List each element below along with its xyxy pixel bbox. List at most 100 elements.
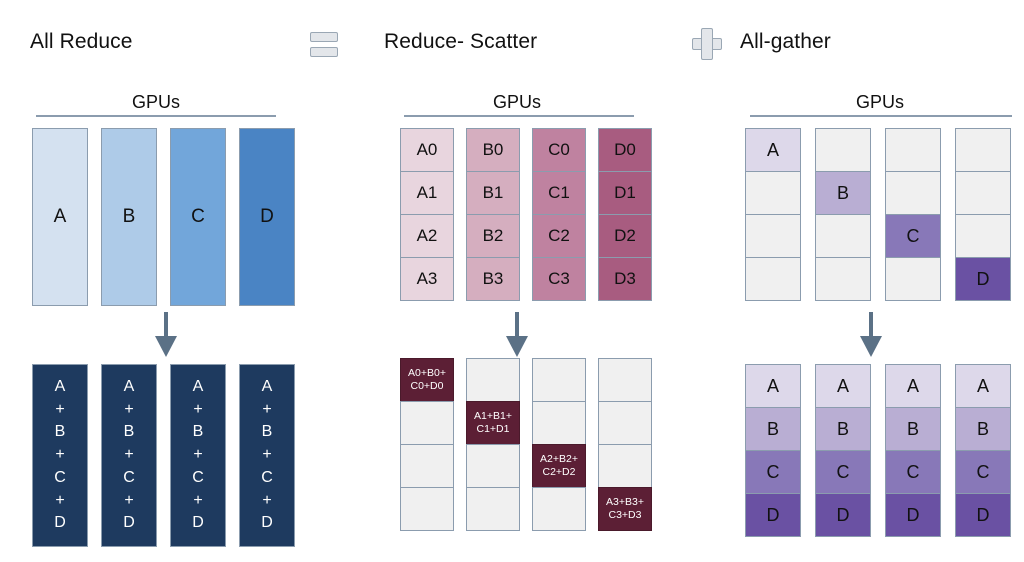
all-reduce-output-bar: A+B+C+D	[101, 364, 157, 547]
all-reduce-output-line: B	[192, 423, 204, 441]
arrow-shaft	[515, 312, 519, 338]
down-arrow-icon-all-gather	[860, 312, 882, 357]
all-gather-output-cell: D	[745, 493, 801, 537]
reduce-scatter-output-cell-empty	[400, 401, 454, 445]
arrow-head	[155, 336, 177, 357]
all-gather-output-cell: B	[885, 407, 941, 451]
reduce-scatter-input-cell: D0	[598, 128, 652, 172]
all-gather-input-cell-empty	[955, 171, 1011, 215]
all-gather-output-cell: C	[745, 450, 801, 494]
reduce-scatter-output-cell-sum: A1+B1+C1+D1	[466, 401, 520, 445]
plus-icon	[692, 28, 722, 60]
all-reduce-output-line: +	[193, 491, 203, 509]
sum-line-1: A2+B2+	[540, 452, 578, 465]
all-reduce-output-line: +	[55, 491, 65, 509]
all-reduce-input-bar: A	[32, 128, 88, 306]
all-reduce-output-line: C	[192, 468, 204, 486]
gpus-label-reduce-scatter: GPUs	[492, 92, 541, 112]
gpus-rule-all-gather	[750, 115, 1012, 117]
reduce-scatter-input-cell: B3	[466, 257, 520, 301]
all-reduce-input-bar: B	[101, 128, 157, 306]
all-gather-input-cell-empty	[745, 171, 801, 215]
reduce-scatter-input-cell: D3	[598, 257, 652, 301]
all-reduce-output-line: D	[192, 514, 204, 532]
all-reduce-output-bar: A+B+C+D	[239, 364, 295, 547]
reduce-scatter-output-cell-sum: A2+B2+C2+D2	[532, 444, 586, 488]
all-reduce-output-line: A	[54, 377, 66, 395]
sum-line-2: C1+D1	[476, 423, 510, 435]
all-reduce-output-line: B	[261, 423, 273, 441]
reduce-scatter-output-column: A1+B1+C1+D1	[466, 358, 520, 531]
gpus-rule-reduce-scatter	[404, 115, 634, 117]
all-reduce-output-line: A	[261, 377, 273, 395]
all-gather-output-cell: B	[815, 407, 871, 451]
all-gather-input-cell-empty	[815, 214, 871, 258]
arrow-shaft	[869, 312, 873, 338]
all-reduce-output-line: A	[192, 377, 204, 395]
reduce-scatter-input-cell: A3	[400, 257, 454, 301]
reduce-scatter-output-cell-empty	[400, 487, 454, 531]
all-gather-input-cell-empty	[955, 214, 1011, 258]
section-title-all-reduce: All Reduce	[30, 30, 133, 53]
section-title-all-gather: All-gather	[740, 30, 831, 53]
sum-line-1: A3+B3+	[606, 495, 644, 508]
all-reduce-output-line: B	[123, 423, 135, 441]
all-reduce-output-line: D	[261, 514, 273, 532]
reduce-scatter-input-cell: C2	[532, 214, 586, 258]
reduce-scatter-output-column: A2+B2+C2+D2	[532, 358, 586, 531]
reduce-scatter-output-cell-empty	[598, 401, 652, 445]
equals-icon	[310, 32, 338, 58]
all-gather-input-cell-filled: A	[745, 128, 801, 172]
arrow-shaft	[164, 312, 168, 338]
all-gather-input-cell-empty	[815, 128, 871, 172]
all-gather-output-cell: B	[745, 407, 801, 451]
all-gather-output-cell: A	[885, 364, 941, 408]
all-reduce-output-bar: A+B+C+D	[170, 364, 226, 547]
reduce-scatter-output-cell-empty	[466, 487, 520, 531]
arrow-head	[506, 336, 528, 357]
reduce-scatter-output-cell-empty	[532, 358, 586, 402]
reduce-scatter-output-cell-empty	[466, 444, 520, 488]
all-gather-input-cell-empty	[745, 257, 801, 301]
reduce-scatter-output-cell-empty	[532, 401, 586, 445]
all-reduce-output-line: +	[124, 491, 134, 509]
all-reduce-output-line: +	[55, 446, 65, 464]
all-reduce-output-line: C	[123, 468, 135, 486]
reduce-scatter-input-cell: D2	[598, 214, 652, 258]
all-reduce-output-line: +	[124, 400, 134, 418]
all-gather-input-cell-empty	[815, 257, 871, 301]
all-reduce-input-bar: C	[170, 128, 226, 306]
all-gather-input-cell-empty	[885, 128, 941, 172]
all-reduce-output-line: +	[262, 446, 272, 464]
reduce-scatter-output-cell-empty	[598, 444, 652, 488]
reduce-scatter-input-cell: A2	[400, 214, 454, 258]
all-gather-output-cell: B	[955, 407, 1011, 451]
all-gather-input-cell-empty	[885, 171, 941, 215]
all-gather-output-cell: A	[955, 364, 1011, 408]
reduce-scatter-output-cell-empty	[598, 358, 652, 402]
all-reduce-output-line: C	[54, 468, 66, 486]
equals-icon-bar-top	[310, 32, 338, 42]
all-gather-output-cell: D	[955, 493, 1011, 537]
sum-line-2: C0+D0	[410, 380, 444, 392]
reduce-scatter-input-cell: D1	[598, 171, 652, 215]
header-row: All Reduce Reduce- Scatter All-gather	[0, 0, 1024, 74]
sum-line-1: A1+B1+	[474, 409, 512, 422]
section-title-reduce-scatter: Reduce- Scatter	[384, 30, 538, 53]
all-reduce-output-line: D	[54, 514, 66, 532]
all-gather-output-cell: D	[815, 493, 871, 537]
all-gather-output-cell: A	[745, 364, 801, 408]
sum-line-1: A0+B0+	[408, 366, 446, 379]
all-gather-input-column: C	[885, 128, 941, 301]
all-reduce-output-line: +	[193, 400, 203, 418]
